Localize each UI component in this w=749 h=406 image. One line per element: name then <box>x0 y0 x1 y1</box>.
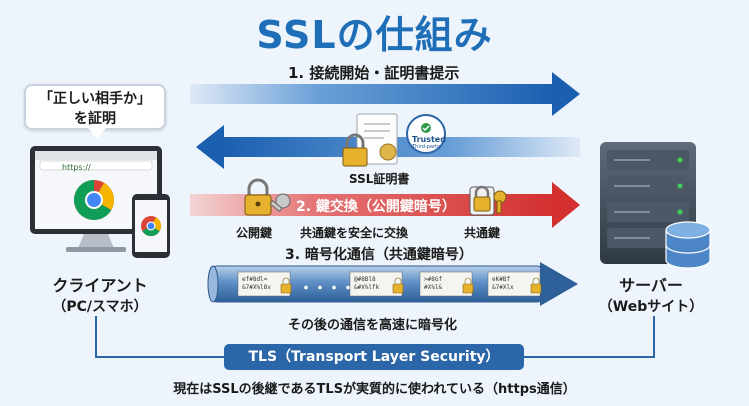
footer-note: 現在はSSLの後継であるTLSが実質的に使われている（https通信） <box>173 382 576 397</box>
server-sub: （Webサイト） <box>598 299 704 315</box>
public-key-label: 公開鍵 <box>236 226 273 240</box>
tube-dots: ・・・・ <box>299 281 355 297</box>
step2-label: 2. 鍵交換（公開鍵暗号） <box>296 199 456 215</box>
data-segment-4: eK#Bf &7#Xlx <box>492 276 514 291</box>
key-icon <box>269 193 291 213</box>
step3-label: 3. 暗号化通信（共通鍵暗号） <box>285 247 473 263</box>
common-key-lock-icon <box>469 185 507 216</box>
encrypted-tube <box>207 262 578 306</box>
trusted-seal-icon <box>406 114 446 154</box>
bubble-line-2: を証明 <box>74 111 116 127</box>
browser-url: https:// <box>62 163 91 172</box>
data-segment-2: @#8Bl8 &#X%lfk <box>354 276 380 291</box>
lock-icon <box>342 133 368 167</box>
tls-label: TLS（Transport Layer Security） <box>224 344 524 370</box>
key-exchange-label: 共通鍵を安全に交換 <box>300 226 409 240</box>
database-icon <box>665 221 711 269</box>
trusted-seal-subtext: Third-party <box>412 144 440 150</box>
certificate-label: SSL証明書 <box>349 172 410 186</box>
data-segment-1: ef#8dl≈ &7#X%l8v <box>242 276 271 291</box>
bubble-line-1: 「正しい相手か」 <box>39 91 151 107</box>
server-icon <box>600 142 711 269</box>
arrow-certificate-return <box>196 125 580 169</box>
arrow-connection-start <box>190 72 580 116</box>
smartphone-icon <box>132 194 170 258</box>
data-segment-3: >#8Gf #X%l& <box>424 276 443 291</box>
monitor-icon <box>30 146 162 252</box>
tls-bracket <box>95 316 655 358</box>
trusted-seal-text: Trusted <box>412 135 446 144</box>
client-name: クライアント <box>52 276 148 295</box>
server-name: サーバー <box>619 276 683 295</box>
after-label: その後の通信を高速に暗号化 <box>288 318 458 333</box>
page-title: SSLの仕組み <box>256 13 493 57</box>
step1-label: 1. 接続開始・証明書提示 <box>288 64 460 82</box>
speech-bubble: 「正しい相手か」 を証明 <box>24 84 166 139</box>
client-sub: （PC/スマホ） <box>52 299 148 315</box>
public-key-lock-icon <box>244 178 272 216</box>
common-key-label: 共通鍵 <box>464 226 501 240</box>
